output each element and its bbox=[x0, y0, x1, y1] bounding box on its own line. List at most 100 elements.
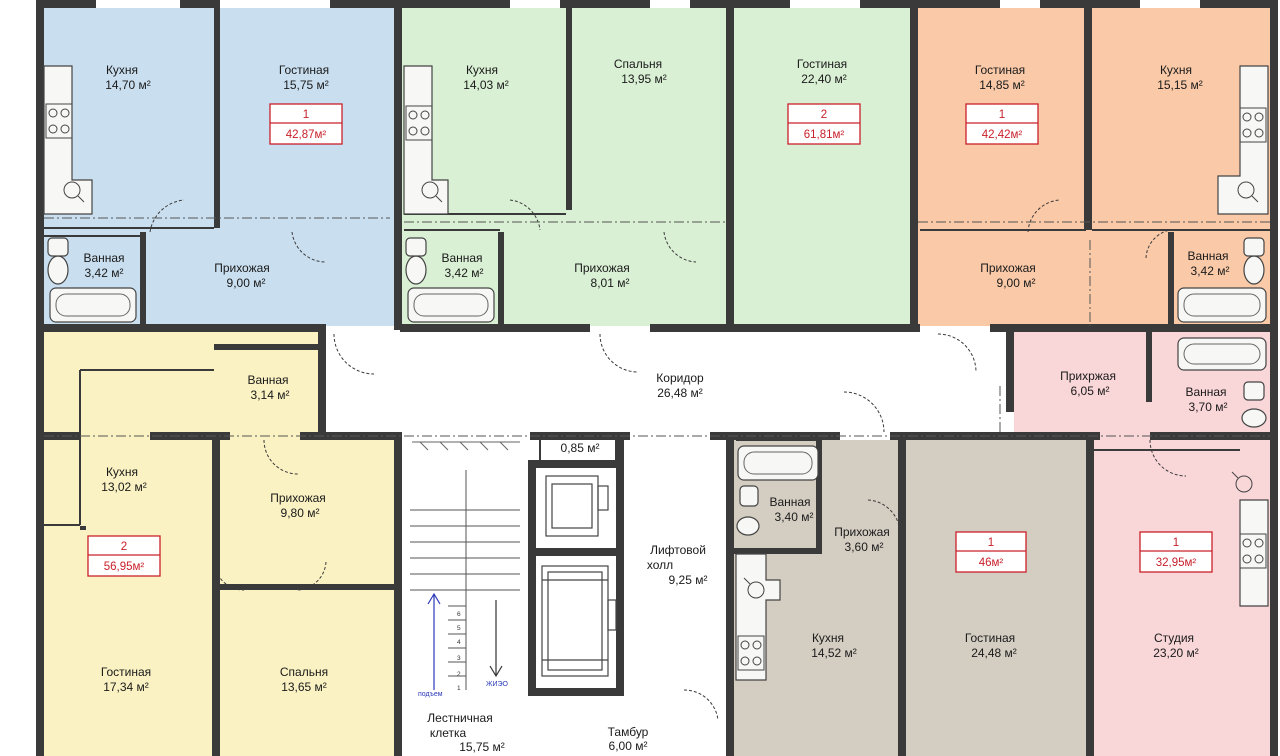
badge-area: 56,95м² bbox=[104, 561, 145, 573]
wall-bath-6 bbox=[1006, 332, 1014, 412]
badge-rooms: 1 bbox=[988, 537, 994, 549]
counter-icon bbox=[43, 65, 93, 215]
toilet-icon bbox=[1243, 255, 1265, 285]
apartment-badge bbox=[87, 535, 161, 577]
badge-rooms: 1 bbox=[1173, 537, 1179, 549]
toilets bbox=[47, 237, 1267, 536]
lift-wall-left bbox=[528, 460, 536, 696]
bathtub-details bbox=[55, 293, 1261, 475]
wall-apt2-apt3 bbox=[910, 0, 918, 330]
stove-icon bbox=[45, 103, 73, 139]
wall-hall-apt5 bbox=[726, 432, 734, 756]
badge-area: 32,95м² bbox=[1156, 557, 1197, 569]
sink-icon bbox=[1243, 381, 1265, 401]
stoves bbox=[45, 103, 1267, 671]
svg-text:1: 1 bbox=[457, 685, 461, 692]
apartment-3-fill bbox=[916, 8, 1270, 326]
badge-rooms: 2 bbox=[121, 541, 127, 553]
bath-wall-1 bbox=[140, 232, 146, 326]
walls bbox=[36, 0, 1278, 756]
partitions bbox=[44, 213, 1270, 526]
kitchen5-wall bbox=[734, 548, 822, 554]
bathtub-icon bbox=[407, 287, 495, 323]
apartment-badge bbox=[787, 103, 861, 145]
bath-wall-5 bbox=[816, 440, 822, 550]
stair-up-label: подъем bbox=[418, 691, 443, 698]
apartment-badge bbox=[269, 103, 343, 145]
elevator-icon bbox=[545, 475, 599, 537]
wall-apt4-stair bbox=[394, 432, 402, 756]
badge-rooms: 1 bbox=[303, 109, 309, 121]
lift-wall-mid bbox=[528, 548, 624, 556]
axis-lines bbox=[44, 217, 1270, 437]
bathtub-icon bbox=[1177, 337, 1267, 371]
lift-wall-bottom bbox=[528, 688, 624, 696]
stair-down-arrow bbox=[489, 600, 503, 678]
lift-wall-top bbox=[528, 460, 624, 468]
svg-text:3: 3 bbox=[457, 655, 461, 662]
apartment-badge bbox=[965, 103, 1039, 145]
apartment-2-fill bbox=[400, 8, 910, 326]
stairwell bbox=[404, 440, 528, 694]
bathtub-icon bbox=[737, 445, 819, 481]
bathtubs bbox=[49, 287, 1267, 481]
outer-wall-left bbox=[36, 0, 44, 756]
bathtub-icon bbox=[1177, 287, 1267, 323]
counter-icon bbox=[1239, 499, 1269, 607]
badge-area: 46м² bbox=[979, 557, 1004, 569]
svg-text:6: 6 bbox=[457, 611, 461, 618]
counter-icon bbox=[1217, 65, 1269, 215]
top-wall-6 bbox=[860, 0, 1000, 8]
top-wall-3 bbox=[330, 0, 510, 8]
wall-apt5-apt6 bbox=[1086, 432, 1094, 756]
toilet-icon bbox=[47, 255, 69, 285]
corridor-bottom-wall-e bbox=[710, 432, 840, 440]
wall-kitchen-bedroom-2 bbox=[566, 0, 572, 210]
stove-icon bbox=[737, 635, 765, 671]
bath-wall-3 bbox=[1168, 232, 1174, 326]
corridor-top-wall-d bbox=[990, 324, 1278, 332]
bath-wall-2 bbox=[498, 232, 504, 326]
top-wall-2 bbox=[180, 0, 220, 8]
stove-icon bbox=[405, 105, 433, 141]
sink-icon bbox=[1243, 237, 1265, 257]
room-label: 0,85 м² bbox=[561, 441, 600, 455]
corridor-top-wall-b bbox=[400, 324, 590, 332]
stove-icon bbox=[1239, 107, 1267, 143]
svg-text:5: 5 bbox=[457, 625, 461, 632]
kitchen-sink-icon bbox=[63, 181, 1259, 599]
badge-area: 42,87м² bbox=[286, 129, 327, 141]
corridor-top-wall-a bbox=[36, 324, 326, 332]
wall-kitchen-living-5 bbox=[898, 440, 906, 756]
top-wall-4 bbox=[560, 0, 650, 8]
apartment-5-fill bbox=[734, 440, 1090, 756]
wall-bath-4-top bbox=[214, 344, 322, 350]
top-wall-8 bbox=[1200, 0, 1278, 8]
wall-bedroom-4 bbox=[212, 584, 394, 590]
stair-direction-arrow bbox=[427, 592, 441, 690]
wall-kitchen-living-1 bbox=[214, 0, 220, 228]
wall-living-4 bbox=[80, 526, 86, 530]
badge-area: 61,81м² bbox=[804, 129, 845, 141]
lift-wall-right bbox=[616, 440, 624, 696]
stove-icon bbox=[1239, 533, 1267, 569]
lift-cabins bbox=[541, 475, 617, 677]
